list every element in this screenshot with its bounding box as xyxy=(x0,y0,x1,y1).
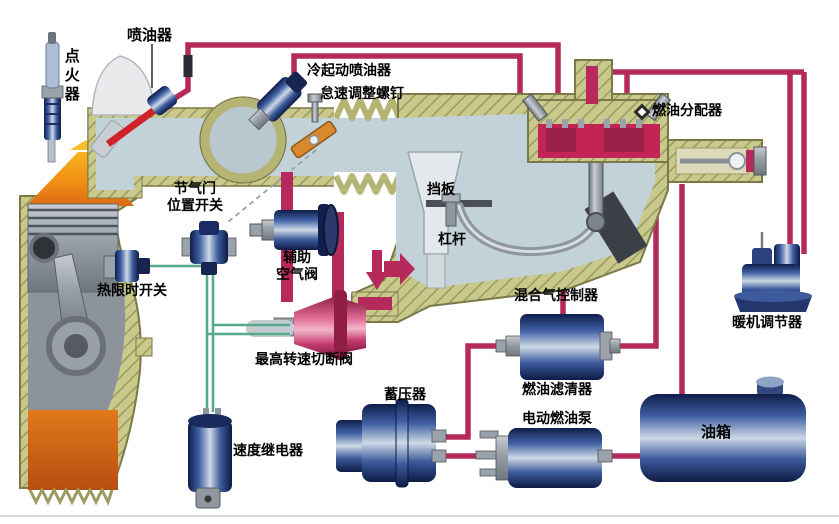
label-fuel-filter: 燃油滤清器 xyxy=(522,382,592,398)
bellows-top xyxy=(333,97,402,121)
funnel-stem xyxy=(426,253,446,289)
distributor-bolt-left xyxy=(521,93,549,122)
distributor-ports xyxy=(546,119,642,128)
fuel-distributor-pointer-icon xyxy=(633,103,651,121)
throttle-position-switch xyxy=(181,221,237,275)
electric-wires xyxy=(150,264,290,412)
idle-adjust-screw xyxy=(307,93,323,123)
electric-fuel-pump-device xyxy=(475,428,613,488)
regulator-end-plug xyxy=(753,146,767,176)
warm-up-regulator-device xyxy=(734,232,812,312)
accumulator-to-filter-line xyxy=(444,343,506,440)
valve-cover-dome xyxy=(90,55,154,158)
label-auxiliary-air-valve: 辅助 空气阀 xyxy=(268,250,326,283)
label-fuel-tank: 油箱 xyxy=(701,423,732,441)
speed-relay xyxy=(188,408,232,509)
main-injector xyxy=(105,85,178,147)
label-thermal-time-switch: 热限时开关 xyxy=(97,283,167,299)
thermal-time-switch xyxy=(103,250,150,282)
air-flow-arrow-icon xyxy=(366,250,415,290)
label-speed-relay: 速度继电器 xyxy=(233,443,303,459)
label-idle-adjust-screw: 怠速调整螺钉 xyxy=(320,86,404,102)
max-speed-cutoff-valve xyxy=(273,290,399,360)
crank-journal xyxy=(64,334,88,358)
lever-pivot xyxy=(586,212,606,232)
throttle-flap-pivot xyxy=(308,134,320,146)
label-aux-line2: 空气阀 xyxy=(276,266,318,283)
label-fuel-distributor: 燃油分配器 xyxy=(652,103,722,119)
label-throttle-position-switch: 节气门 位置开关 xyxy=(156,181,234,214)
oil-sump xyxy=(28,410,118,490)
fuel-line-sleeve xyxy=(183,55,193,77)
fuel-tank-device xyxy=(640,376,806,482)
spark-plug xyxy=(41,32,64,163)
label-injector: 喷油器 xyxy=(127,26,173,44)
piston-pin xyxy=(29,233,59,263)
bottom-divider xyxy=(0,515,839,517)
label-tps-line2: 位置开关 xyxy=(167,197,223,214)
label-warm-up-regulator: 暖机调节器 xyxy=(732,315,802,331)
label-mixture-controller: 混合气控制器 xyxy=(514,288,598,304)
fuel-distributor-unit xyxy=(521,59,767,183)
fuel-filter-device xyxy=(495,314,621,380)
accumulator-device xyxy=(336,398,447,488)
lever-bolt xyxy=(445,199,457,227)
injector-fuel-line xyxy=(170,42,561,128)
auxiliary-air-valve xyxy=(249,204,339,256)
engine-side-tab xyxy=(135,337,153,357)
label-baffle-plate: 挡板 xyxy=(427,182,455,198)
tower-channel xyxy=(586,66,598,104)
cold-start-injector-device xyxy=(248,71,308,131)
ring-gear-teeth xyxy=(28,486,114,506)
label-cold-start-injector: 冷起动喷油器 xyxy=(307,63,391,79)
distributor-bolt-right xyxy=(645,92,672,122)
label-max-speed-cutoff-valve: 最高转速切断阀 xyxy=(255,352,353,368)
bellows-bottom xyxy=(333,173,402,195)
label-ignition: 点火器 xyxy=(62,48,81,105)
label-electric-fuel-pump: 电动燃油泵 xyxy=(522,411,592,427)
label-accumulator: 蓄压器 xyxy=(384,387,426,403)
label-lever: 杠杆 xyxy=(438,232,466,248)
label-aux-line1: 辅助 xyxy=(283,250,311,266)
filter-to-distributor-line xyxy=(614,182,659,349)
pointer-dashed-line xyxy=(227,149,317,223)
label-tps-line1: 节气门 xyxy=(174,181,216,197)
